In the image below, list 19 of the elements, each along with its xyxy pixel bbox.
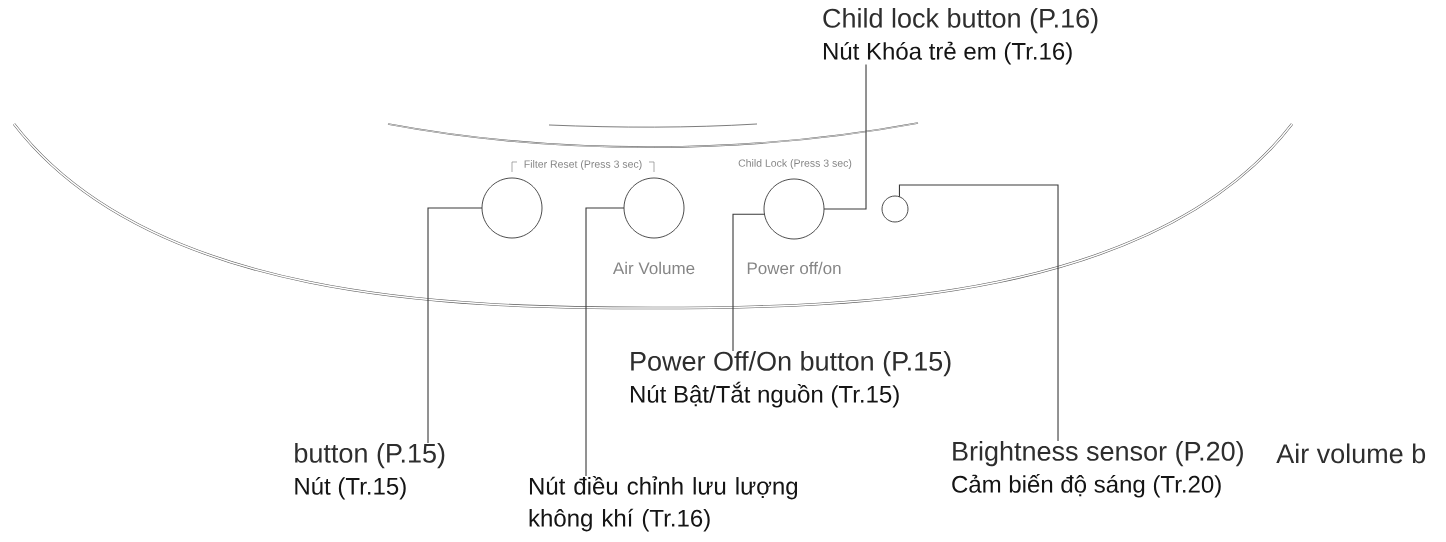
- leader-line: [732, 213, 765, 352]
- round-button: [763, 178, 825, 240]
- callout-label: Brightness sensor (P.20) Cảm biến độ sáng (Tr.20): [952, 441, 1243, 498]
- panel-label: Filter Reset (Press 3 sec): [524, 160, 642, 170]
- callout-label: Power Off/On button (P.15) Nút Bật/Tắt nguồn (Tr.15): [631, 351, 951, 408]
- callout-label: Nút điều chỉnh lưu lượng không khí (Tr.16): [529, 476, 798, 532]
- callout-label: button (P.15) Nút (Tr.15): [295, 443, 445, 500]
- leader-line: [898, 184, 1059, 442]
- sensor-circle: [881, 195, 909, 223]
- panel-label: Child Lock (Press 3 sec): [738, 159, 852, 169]
- leader-line: [823, 64, 867, 210]
- leader-line: [427, 207, 483, 444]
- panel-label: Power off/on: [747, 261, 841, 275]
- callout-label: Child lock button (P.16) Nút Khóa trẻ em (Tr.16): [823, 8, 1098, 65]
- leader-line: [585, 207, 625, 477]
- round-button: [481, 177, 543, 239]
- round-button: [623, 177, 685, 239]
- panel-label: Air Volume: [612, 261, 695, 275]
- callout-label: Air volume b: [1276, 443, 1426, 464]
